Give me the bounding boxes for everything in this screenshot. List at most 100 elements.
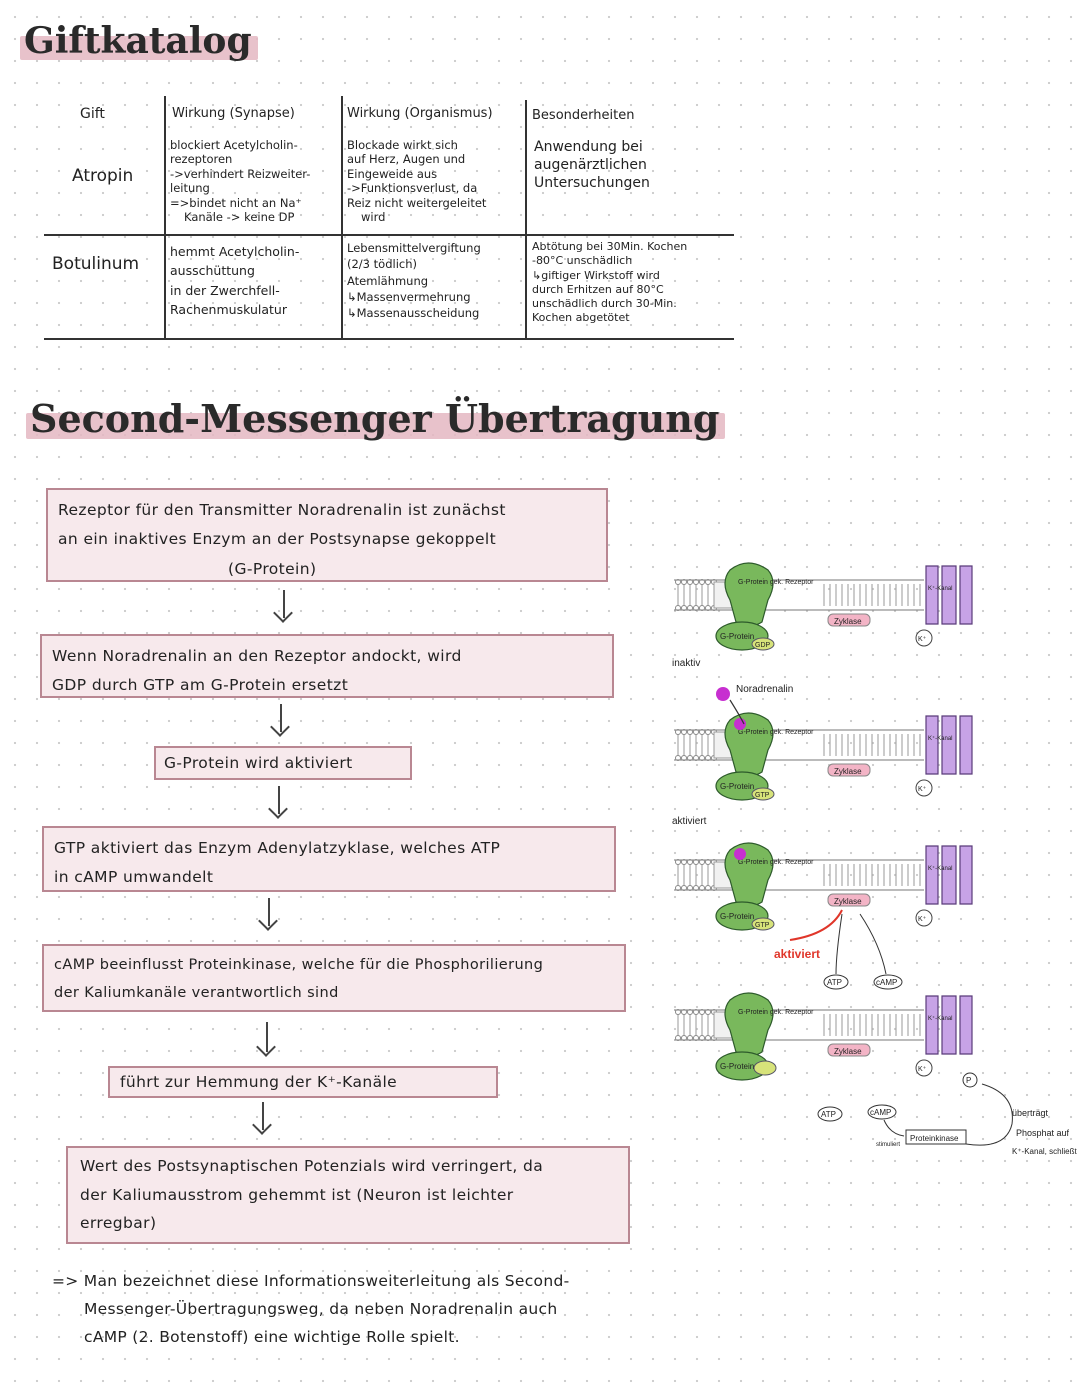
g-protein-label: G-Protein bbox=[720, 912, 754, 921]
k-channel-label: K⁺-Kanal bbox=[928, 735, 953, 742]
note-line-1: überträgt bbox=[1012, 1108, 1049, 1118]
state-aktiviert-label: aktiviert bbox=[672, 816, 707, 827]
g-protein-label: G-Protein bbox=[720, 632, 754, 641]
header-gift: Gift bbox=[80, 106, 105, 122]
title-giftkatalog: Giftkatalog bbox=[20, 20, 258, 62]
k-channel-label: K⁺-Kanal bbox=[928, 1015, 953, 1022]
k-ion-circle bbox=[915, 909, 933, 927]
header-besonderheiten: Besonderheiten bbox=[532, 108, 635, 123]
phosphate-circle bbox=[962, 1072, 978, 1088]
k-channel-shape bbox=[925, 715, 973, 775]
k-ion-circle bbox=[915, 779, 933, 797]
flow-step-5: cAMP beeinflusst Proteinkinase, welche f… bbox=[42, 944, 626, 1012]
g-protein-label: G-Protein bbox=[720, 1062, 754, 1071]
gtp-shape bbox=[751, 787, 775, 801]
flow-step-2: Wenn Noradrenalin an den Rezeptor andock… bbox=[40, 634, 614, 698]
zyklase-label: Zyklase bbox=[834, 897, 862, 906]
gdp-shape bbox=[753, 1060, 777, 1076]
flow-step-7: Wert des Postsynaptischen Potenzials wir… bbox=[66, 1146, 630, 1244]
noradrenalin-dot bbox=[734, 848, 746, 860]
k-channel-label: K⁺-Kanal bbox=[928, 865, 953, 872]
receptor-shape bbox=[724, 992, 774, 1057]
zyklase-shape bbox=[827, 1043, 871, 1057]
note-line-2: Phosphat auf bbox=[1016, 1128, 1070, 1138]
receptor-shape bbox=[724, 712, 774, 777]
flow-arrow-6 bbox=[262, 1102, 264, 1130]
phosphate-label: P bbox=[966, 1076, 971, 1085]
flow-arrow-1 bbox=[283, 590, 285, 618]
row-botulinum-name: Botulinum bbox=[52, 254, 140, 274]
stimuliert-label: stimuliert bbox=[876, 1142, 900, 1148]
aktiviert-red-label: aktiviert bbox=[774, 947, 820, 961]
row-botulinum-synapse: hemmt Acetylcholin- ausschüttung in der … bbox=[170, 244, 300, 318]
zyklase-shape bbox=[827, 763, 871, 777]
atp-label: ATP bbox=[827, 978, 842, 987]
state-inaktiv-label: inaktiv bbox=[672, 658, 700, 669]
second-messenger-diagram: G-Protein gek. RezeptorG-ProteinGDPZykla… bbox=[672, 562, 1077, 1156]
receptor-label: G-Protein gek. Rezeptor bbox=[738, 579, 814, 586]
proteinkinase-label: Proteinkinase bbox=[910, 1134, 959, 1143]
camp-label-2: cAMP bbox=[870, 1108, 891, 1117]
atp-shape bbox=[823, 974, 849, 990]
zyklase-shape bbox=[827, 613, 871, 627]
camp-shape-2 bbox=[867, 1104, 897, 1120]
gift-table: Gift Wirkung (Synapse) Wirkung (Organism… bbox=[44, 96, 734, 340]
k-channel-shape bbox=[925, 995, 973, 1055]
camp-shape bbox=[873, 974, 903, 990]
k-ion-label: K⁺ bbox=[918, 636, 927, 643]
row-atropin-synapse: blockiert Acetylcholin- rezeptoren ->ver… bbox=[170, 138, 311, 224]
flow-arrow-3 bbox=[278, 786, 280, 814]
row-atropin-besonderheiten: Anwendung bei augenärztlichen Untersuchu… bbox=[534, 139, 650, 192]
noradrenalin-free-dot bbox=[716, 687, 730, 701]
k-channel-label: K⁺-Kanal bbox=[928, 585, 953, 592]
g-protein-label: G-Protein bbox=[720, 782, 754, 791]
noradrenalin-arrow bbox=[729, 699, 745, 725]
proteinkinase-box bbox=[905, 1129, 967, 1145]
phosphate-arrow bbox=[965, 1083, 1013, 1146]
row-botulinum-organismus: Lebensmittelvergiftung (2/3 tödlich) Ate… bbox=[347, 241, 481, 321]
conclusion-text: => Man bezeichnet diese Informationsweit… bbox=[52, 1272, 570, 1346]
zyklase-label: Zyklase bbox=[834, 617, 862, 626]
stimuliert-arrow bbox=[883, 1119, 905, 1137]
gdp-shape bbox=[751, 637, 775, 651]
flow-step-3: G-Protein wird aktiviert bbox=[154, 746, 412, 780]
atp-label-2: ATP bbox=[821, 1110, 836, 1119]
flow-arrow-5 bbox=[266, 1022, 268, 1052]
note-line-3: K⁺-Kanal, schließt bbox=[1012, 1147, 1077, 1156]
flow-arrow-2 bbox=[280, 704, 282, 732]
flow-step-1: Rezeptor für den Transmitter Noradrenali… bbox=[46, 488, 608, 582]
flow-step-4: GTP aktiviert das Enzym Adenylatzyklase,… bbox=[42, 826, 616, 892]
k-channel-shape bbox=[925, 565, 973, 625]
k-ion-circle bbox=[915, 1059, 933, 1077]
k-ion-label: K⁺ bbox=[918, 916, 927, 923]
zyklase-shape bbox=[827, 893, 871, 907]
atp-shape-2 bbox=[817, 1106, 843, 1122]
gdp-label: GDP bbox=[755, 642, 771, 649]
k-ion-circle bbox=[915, 629, 933, 647]
k-ion-label: K⁺ bbox=[918, 1066, 927, 1073]
activation-arrow bbox=[789, 909, 843, 941]
k-channel-shape bbox=[925, 845, 973, 905]
camp-label: cAMP bbox=[876, 978, 897, 987]
header-wirkung-synapse: Wirkung (Synapse) bbox=[172, 106, 295, 121]
zyklase-label: Zyklase bbox=[834, 767, 862, 776]
zyklase-label: Zyklase bbox=[834, 1047, 862, 1056]
receptor-shape bbox=[724, 842, 774, 907]
receptor-label: G-Protein gek. Rezeptor bbox=[738, 1009, 814, 1016]
gtp-label: GTP bbox=[755, 922, 770, 929]
row-atropin-name: Atropin bbox=[72, 166, 134, 186]
receptor-label: G-Protein gek. Rezeptor bbox=[738, 729, 814, 736]
header-wirkung-organismus: Wirkung (Organismus) bbox=[347, 106, 493, 121]
receptor-shape bbox=[724, 562, 774, 627]
row-botulinum-besonderheiten: Abtötung bei 30Min. Kochen -80°C unschäd… bbox=[532, 240, 688, 325]
row-atropin-organismus: Blockade wirkt sich auf Herz, Augen und … bbox=[347, 138, 487, 224]
gtp-label: GTP bbox=[755, 792, 770, 799]
title-second-messenger: Second-Messenger Übertragung bbox=[26, 396, 726, 441]
flow-arrow-4 bbox=[268, 898, 270, 926]
flow-step-6: führt zur Hemmung der K⁺-Kanäle bbox=[108, 1066, 498, 1098]
zyklase-conversion-arrows bbox=[835, 913, 887, 975]
noradrenalin-label: Noradrenalin bbox=[736, 684, 793, 695]
gtp-shape bbox=[751, 917, 775, 931]
noradrenalin-dot bbox=[734, 718, 746, 730]
receptor-label: G-Protein gek. Rezeptor bbox=[738, 859, 814, 866]
